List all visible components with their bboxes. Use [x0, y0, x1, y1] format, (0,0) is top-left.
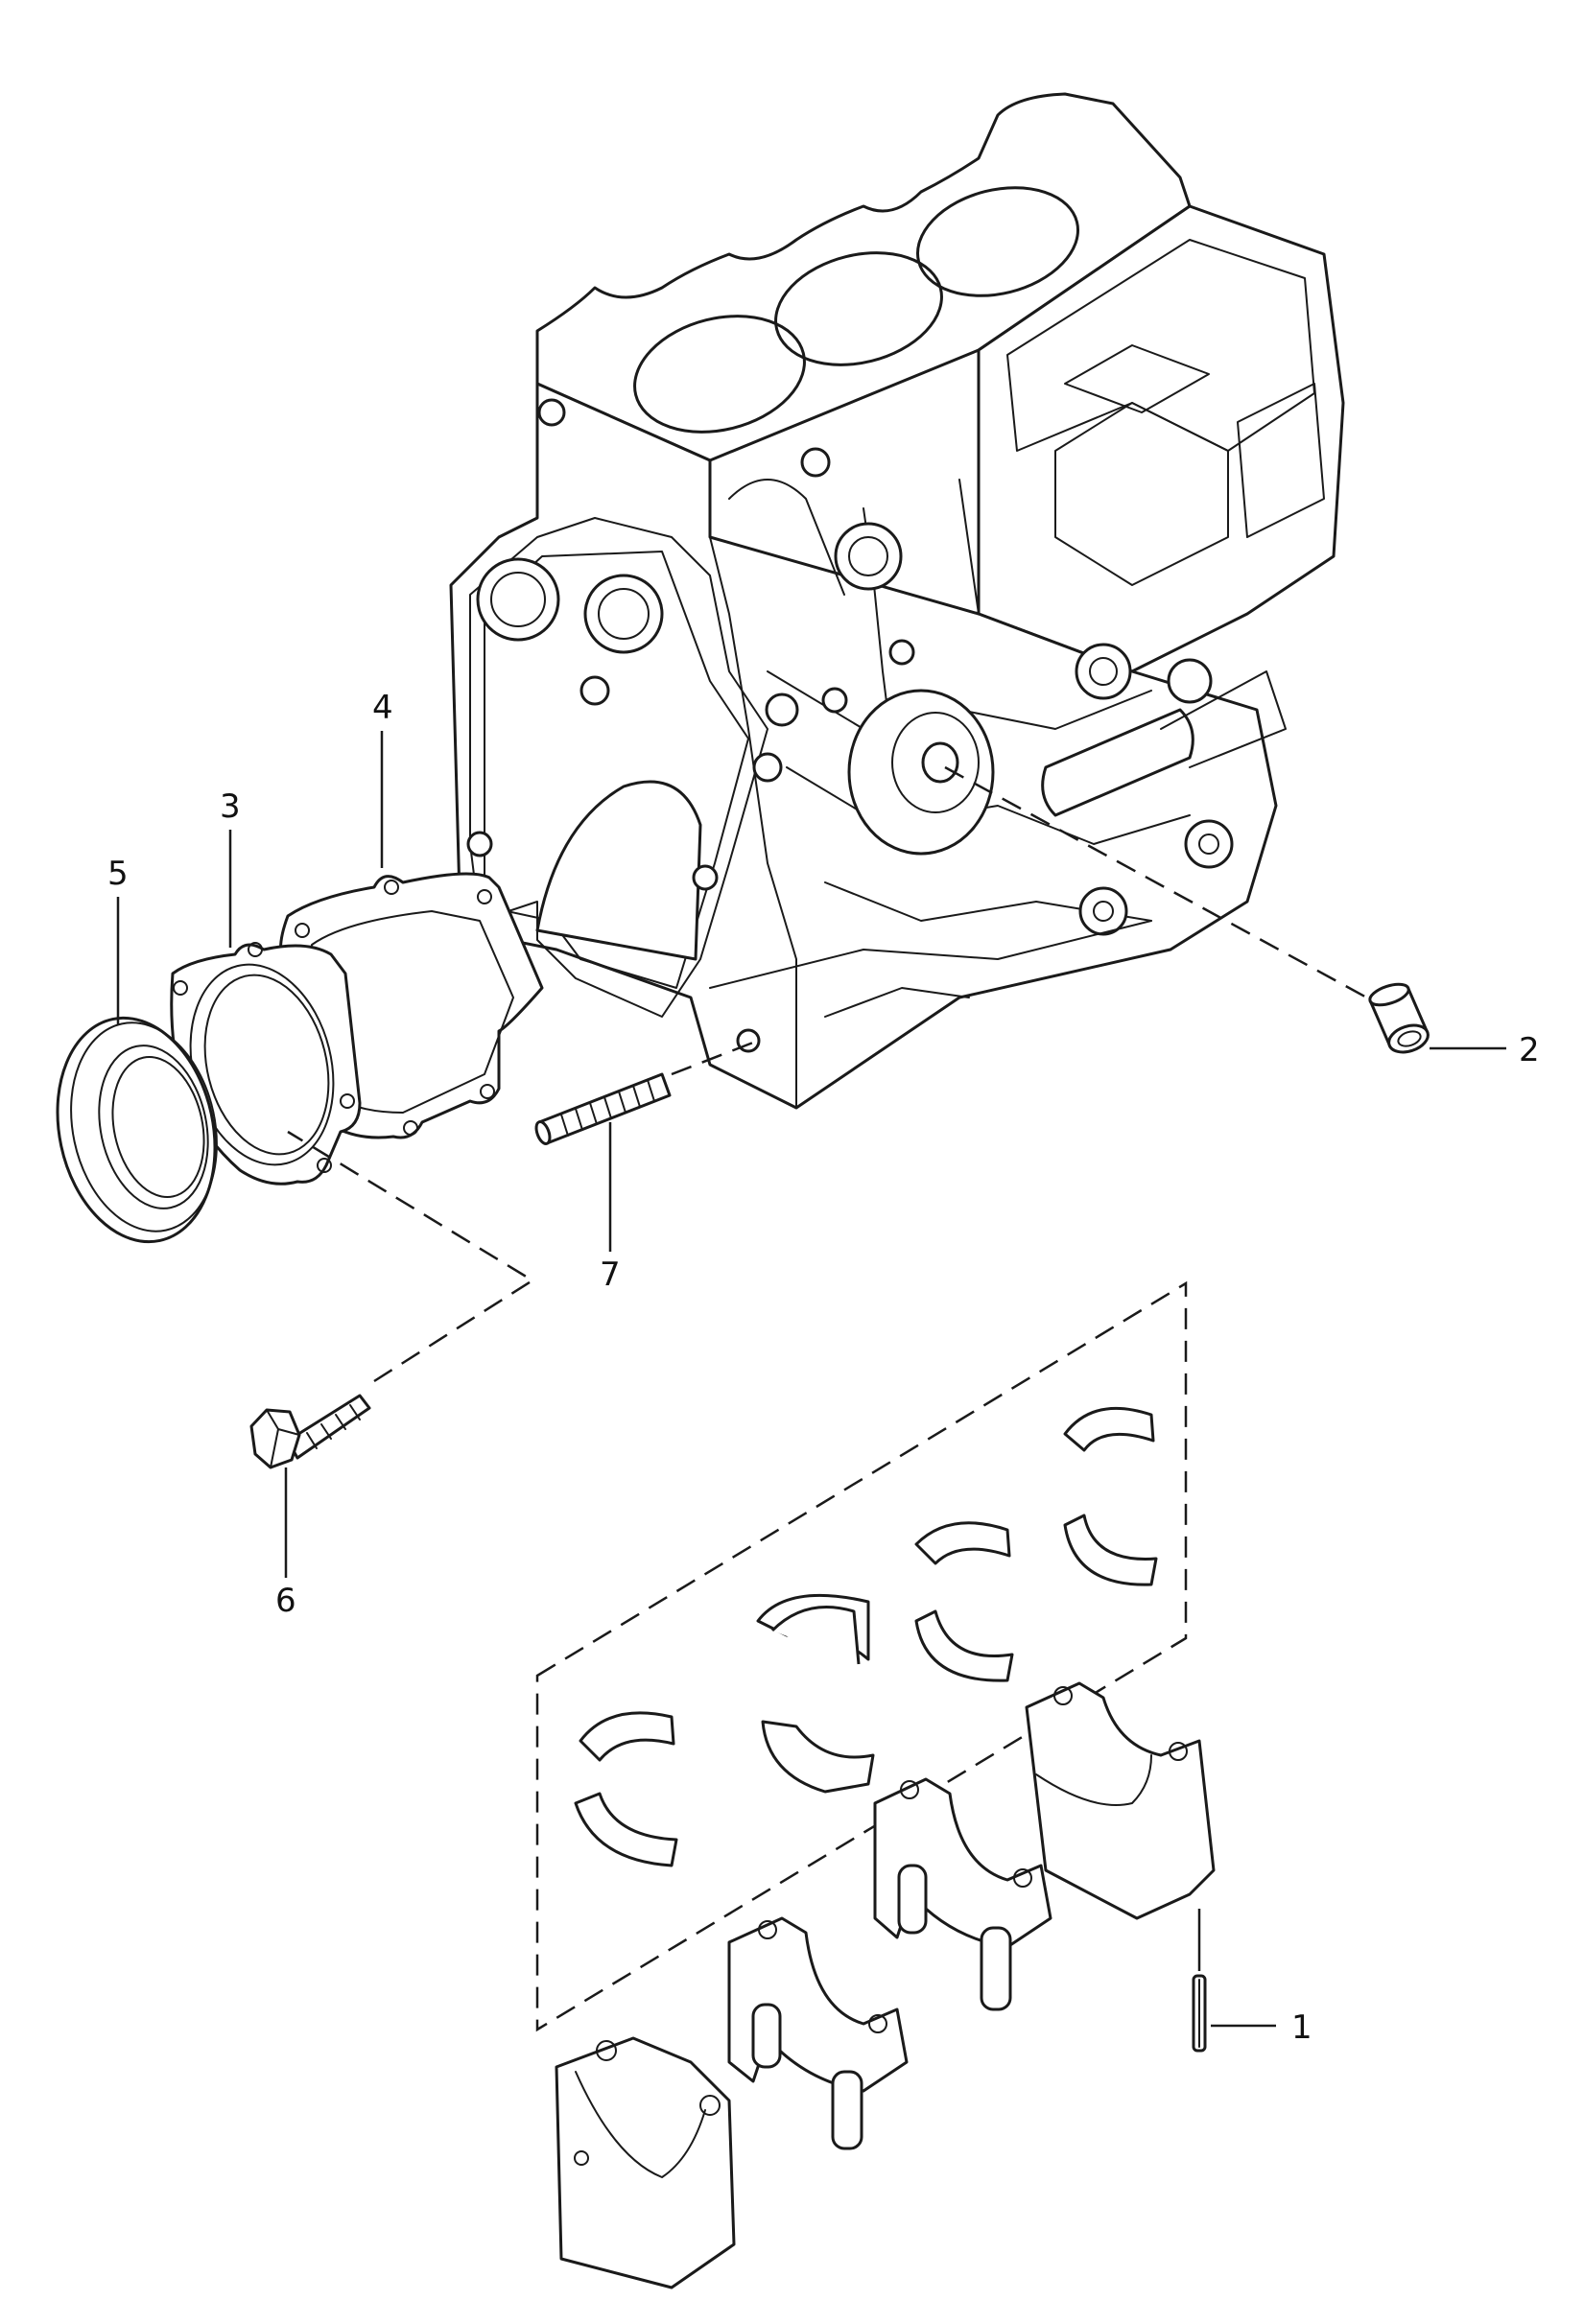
stud-part — [534, 1072, 672, 1145]
callout-7: 7 — [600, 1256, 621, 1294]
callout-3: 3 — [220, 787, 241, 826]
bearing-shell-set-box — [535, 1280, 1188, 2032]
plug-part — [1368, 982, 1430, 1054]
callout-1: 1 — [1291, 2008, 1312, 2047]
callout-5: 5 — [107, 855, 129, 893]
cylinder-block — [449, 92, 1345, 1110]
main-bearing-shells — [574, 1406, 1158, 1867]
bolt-part — [249, 1394, 371, 1469]
callout-6: 6 — [275, 1582, 296, 1620]
main-bearing-caps — [555, 1681, 1216, 2289]
dowel-pin-part — [1192, 1974, 1207, 2053]
callout-4: 4 — [372, 689, 393, 727]
callout-2: 2 — [1519, 1031, 1540, 1069]
oil-seal-part — [56, 1016, 218, 1244]
oil-seal-retainer-part — [170, 942, 362, 1185]
